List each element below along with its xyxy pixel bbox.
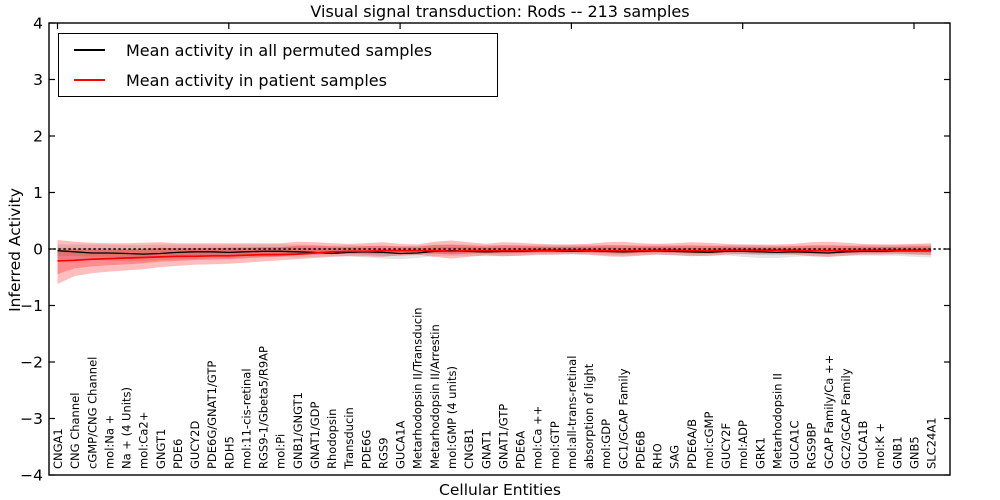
y-tick-label: 1 bbox=[33, 184, 43, 202]
x-tick-label: GNAT1/GTP bbox=[496, 404, 510, 469]
x-tick-label: SAG bbox=[668, 445, 682, 469]
x-tick-label: CNG Channel bbox=[68, 393, 82, 469]
x-tick-label: PDE6A bbox=[514, 431, 528, 469]
x-tick-label: PDE6 bbox=[171, 439, 185, 469]
x-tick-label: GC1/GCAP Family bbox=[616, 368, 630, 469]
y-axis-label: Inferred Activity bbox=[6, 188, 24, 312]
x-tick-label: mol:Ca2+ bbox=[137, 412, 151, 469]
x-tick-label: Transducin bbox=[342, 407, 356, 470]
x-tick-label: GRK1 bbox=[753, 437, 767, 469]
y-tick-label: 3 bbox=[33, 71, 43, 89]
x-tick-label: mol:ADP bbox=[736, 420, 750, 469]
legend: Mean activity in all permuted samples Me… bbox=[58, 33, 498, 97]
x-tick-label: PDE6A/B bbox=[685, 419, 699, 469]
x-tick-label: GUCY2D bbox=[188, 421, 202, 469]
x-tick-label: GNAT1/GDP bbox=[308, 402, 322, 469]
x-tick-label: GNB5 bbox=[908, 436, 922, 469]
permuted-samples-range-band-inner bbox=[57, 246, 932, 258]
x-tick-label: mol:K + bbox=[873, 423, 887, 469]
x-tick-label: GUCA1B bbox=[856, 420, 870, 469]
x-tick-label: RDH5 bbox=[222, 436, 236, 469]
x-tick-label: GNB1/GNGT1 bbox=[291, 392, 305, 469]
x-tick-label: Metarhodopsin II/Transducin bbox=[411, 307, 425, 469]
x-tick-label: PDE6G/GNAT1/GTP bbox=[205, 361, 219, 469]
x-tick-label: mol:GMP (4 units) bbox=[445, 366, 459, 469]
x-tick-label: mol:Ca ++ bbox=[531, 406, 545, 469]
x-tick-label: RGS9 bbox=[376, 437, 390, 469]
legend-label-patient: Mean activity in patient samples bbox=[126, 70, 387, 90]
y-tick-label: −4 bbox=[20, 467, 43, 485]
chart-title: Visual signal transduction: Rods -- 213 … bbox=[310, 2, 690, 21]
x-tick-label: SLC24A1 bbox=[925, 417, 939, 469]
x-tick-label: GUCA1A bbox=[394, 420, 408, 469]
x-tick-label: mol:11-cis-retinal bbox=[239, 368, 253, 469]
x-axis-label: Cellular Entities bbox=[439, 481, 561, 499]
x-tick-label: Metarhodopsin II/Arrestin bbox=[428, 324, 442, 469]
x-tick-label: GC2/GCAP Family bbox=[839, 368, 853, 469]
x-tick-label: absorption of light bbox=[582, 363, 596, 469]
y-tick-label: −1 bbox=[20, 297, 43, 315]
series-line-patient bbox=[57, 249, 932, 262]
x-tick-label: RGS9BP bbox=[805, 423, 819, 469]
x-tick-label: mol:all-trans-retinal bbox=[565, 356, 579, 469]
x-tick-label: cGMP/CNG Channel bbox=[85, 357, 99, 469]
x-tick-label: mol:GDP bbox=[599, 419, 613, 469]
x-tick-label: Rhodopsin bbox=[325, 409, 339, 469]
permuted-line-swatch bbox=[74, 49, 105, 51]
x-tick-label: RHO bbox=[651, 443, 665, 469]
x-tick-label: GUCA1C bbox=[788, 420, 802, 469]
y-tick-label: 0 bbox=[33, 241, 43, 259]
patient-line-swatch bbox=[74, 79, 105, 81]
x-tick-label: mol:Na + bbox=[102, 415, 116, 469]
legend-item-patient: Mean activity in patient samples bbox=[59, 68, 497, 92]
legend-label-permuted: Mean activity in all permuted samples bbox=[126, 40, 433, 60]
y-tick-label: −2 bbox=[20, 354, 43, 372]
x-tick-label: GNB1 bbox=[890, 436, 904, 469]
x-tick-label: mol:cGMP bbox=[702, 412, 716, 469]
x-tick-label: Metarhodopsin II bbox=[770, 373, 784, 469]
y-tick-label: 4 bbox=[33, 15, 43, 33]
x-tick-label: mol:Pi bbox=[274, 434, 288, 469]
x-tick-label: GNAT1 bbox=[479, 430, 493, 469]
x-tick-label: Na + (4 Units) bbox=[120, 387, 134, 469]
y-tick-label: 2 bbox=[33, 128, 43, 146]
x-tick-label: mol:GTP bbox=[548, 421, 562, 469]
x-tick-label: PDE6B bbox=[633, 431, 647, 469]
x-tick-label: PDE6G bbox=[359, 430, 373, 469]
x-tick-label: CNGB1 bbox=[462, 428, 476, 469]
x-tick-label: RGS9-1/Gbeta5/R9AP bbox=[257, 346, 271, 469]
legend-item-permuted: Mean activity in all permuted samples bbox=[59, 38, 497, 62]
x-tick-label: GCAP Family/Ca ++ bbox=[822, 355, 836, 469]
y-tick-label: −3 bbox=[20, 410, 43, 428]
x-tick-label: GNGT1 bbox=[154, 429, 168, 469]
x-tick-label: GUCY2F bbox=[719, 423, 733, 469]
x-tick-label: CNGA1 bbox=[51, 428, 65, 469]
